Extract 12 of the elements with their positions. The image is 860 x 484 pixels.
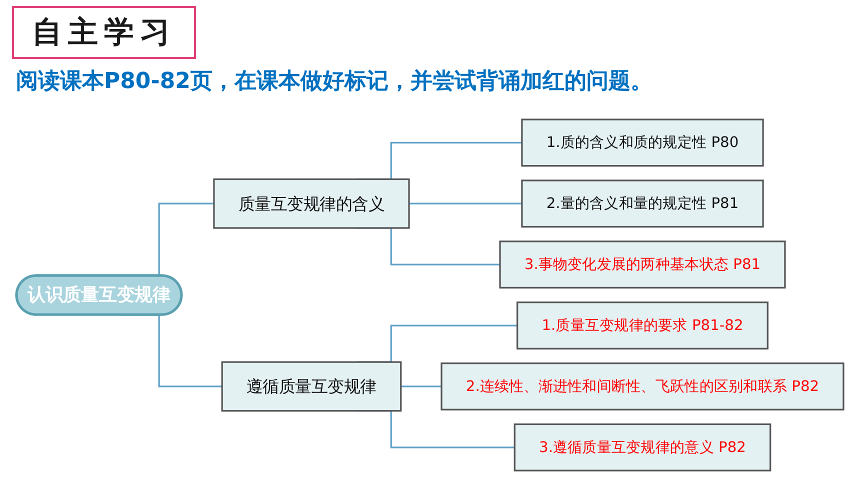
node-box: 1.质量互变规律的要求 P81-82 [516, 302, 768, 350]
title: 自主学习 [12, 6, 196, 59]
node-box: 3.遵循质量互变规律的意义 P82 [514, 423, 772, 472]
connector [400, 386, 442, 388]
instruction-text: 阅读课本P80-82页，在课本做好标记，并尝试背诵加红的问题。 [16, 68, 652, 96]
node-box: 1.质的含义和质的规定性 P80 [521, 118, 764, 167]
node-box: 2.量的含义和量的规定性 P81 [521, 180, 764, 228]
connector [409, 202, 522, 204]
node-box: 2.连续性、渐进性和间断性、飞跃性的区别和联系 P82 [440, 362, 844, 410]
node-box: 3.事物变化发展的两种基本状态 P81 [499, 240, 786, 288]
node-box: 质量互变规律的含义 [213, 178, 410, 229]
node-box: 遵循质量互变规律 [221, 361, 402, 412]
